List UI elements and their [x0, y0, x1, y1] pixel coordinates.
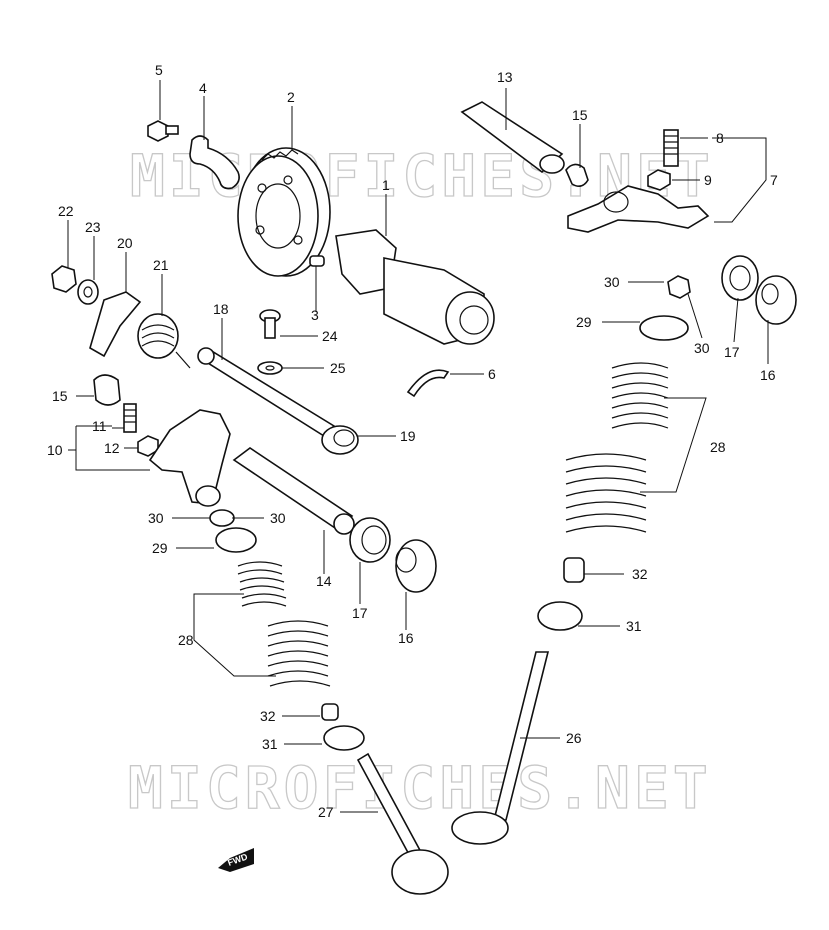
part-21-spring[interactable] [137, 313, 191, 369]
part-32-right[interactable] [563, 557, 585, 583]
part-16-cap-lower[interactable] [395, 539, 437, 593]
part-13-rocker-shaft[interactable] [460, 101, 565, 174]
part-4-clip[interactable] [189, 135, 240, 190]
part-17-seal-lower[interactable] [349, 517, 391, 563]
part-15-lower-seal[interactable] [93, 374, 121, 406]
part-14-tube[interactable] [232, 447, 355, 535]
part-24-bolt[interactable] [259, 309, 281, 339]
callout-27: 27 [318, 804, 334, 820]
callout-19: 19 [400, 428, 416, 444]
part-7-rocker-arm-right[interactable] [567, 185, 710, 233]
callout-16-left: 16 [398, 630, 414, 646]
callout-28-right: 28 [710, 439, 726, 455]
callout-29-right: 29 [576, 314, 592, 330]
callout-21: 21 [153, 257, 169, 273]
callout-10: 10 [47, 442, 63, 458]
watermark-bottom: MICROFICHES.NET [128, 754, 712, 822]
left-valve-stack[interactable] [209, 509, 365, 751]
callout-5: 5 [155, 62, 163, 78]
callout-2: 2 [287, 89, 295, 105]
part-31-right[interactable] [537, 601, 583, 631]
callout-17-left: 17 [352, 605, 368, 621]
callout-6: 6 [488, 366, 496, 382]
callout-31-left: 31 [262, 736, 278, 752]
callout-15-upper: 15 [572, 107, 588, 123]
callout-32-left: 32 [260, 708, 276, 724]
callout-7: 7 [770, 172, 778, 188]
callout-30-left-a: 30 [148, 510, 164, 526]
part-16-cap-right[interactable] [755, 275, 797, 325]
part-6-circlip[interactable] [406, 369, 450, 398]
callout-12: 12 [104, 440, 120, 456]
part-27-valve[interactable] [356, 752, 449, 895]
part-19-bushing[interactable] [321, 425, 359, 455]
callout-20: 20 [117, 235, 133, 251]
part-15-upper-seal[interactable] [565, 163, 589, 188]
callout-30-right-upper: 30 [604, 274, 620, 290]
part-17-seal-right[interactable] [721, 255, 759, 301]
part-3-pin[interactable] [309, 255, 325, 267]
callout-15-lower: 15 [52, 388, 68, 404]
callout-31-right: 31 [626, 618, 642, 634]
callout-3: 3 [311, 307, 319, 323]
part-26-valve[interactable] [451, 651, 550, 845]
callout-1: 1 [382, 177, 390, 193]
part-9-nut[interactable] [647, 169, 671, 191]
callout-14: 14 [316, 573, 332, 589]
callout-8: 8 [716, 130, 724, 146]
part-23-washer[interactable] [77, 279, 99, 305]
part-2-cam-sprocket[interactable] [237, 147, 331, 277]
callout-17-right: 17 [724, 344, 740, 360]
callout-25: 25 [330, 360, 346, 376]
part-8-adjuster-screw[interactable] [663, 129, 679, 167]
callout-28-left: 28 [178, 632, 194, 648]
callout-leaders [67, 80, 769, 813]
part-10-rocker-arm-left[interactable] [148, 409, 231, 507]
callout-22: 22 [58, 203, 74, 219]
callout-4: 4 [199, 80, 207, 96]
callout-29-left: 29 [152, 540, 168, 556]
part-22-nut[interactable] [51, 265, 77, 293]
callout-13: 13 [497, 69, 513, 85]
part-1-camshaft[interactable] [335, 229, 495, 345]
callout-30-left-b: 30 [270, 510, 286, 526]
callout-23: 23 [85, 219, 101, 235]
callout-32-right: 32 [632, 566, 648, 582]
part-11-screw[interactable] [123, 403, 137, 433]
callout-24: 24 [322, 328, 338, 344]
callout-11: 11 [92, 418, 107, 434]
right-valve-springs[interactable] [565, 362, 669, 533]
part-29-retainer-right[interactable] [639, 315, 689, 341]
callout-9: 9 [704, 172, 712, 188]
part-30-keeper-right[interactable] [667, 275, 691, 299]
callout-26: 26 [566, 730, 582, 746]
callout-labels: 5 4 2 13 15 8 9 7 1 22 23 20 21 18 3 24 … [47, 62, 778, 820]
part-25-washer[interactable] [257, 361, 283, 375]
callout-16-right: 16 [760, 367, 776, 383]
part-5-bolt[interactable] [147, 120, 179, 142]
part-20-plate[interactable] [89, 291, 142, 358]
callout-30-right-lower: 30 [694, 340, 710, 356]
callout-18: 18 [213, 301, 229, 317]
fwd-direction-marker: FWD [218, 848, 254, 872]
